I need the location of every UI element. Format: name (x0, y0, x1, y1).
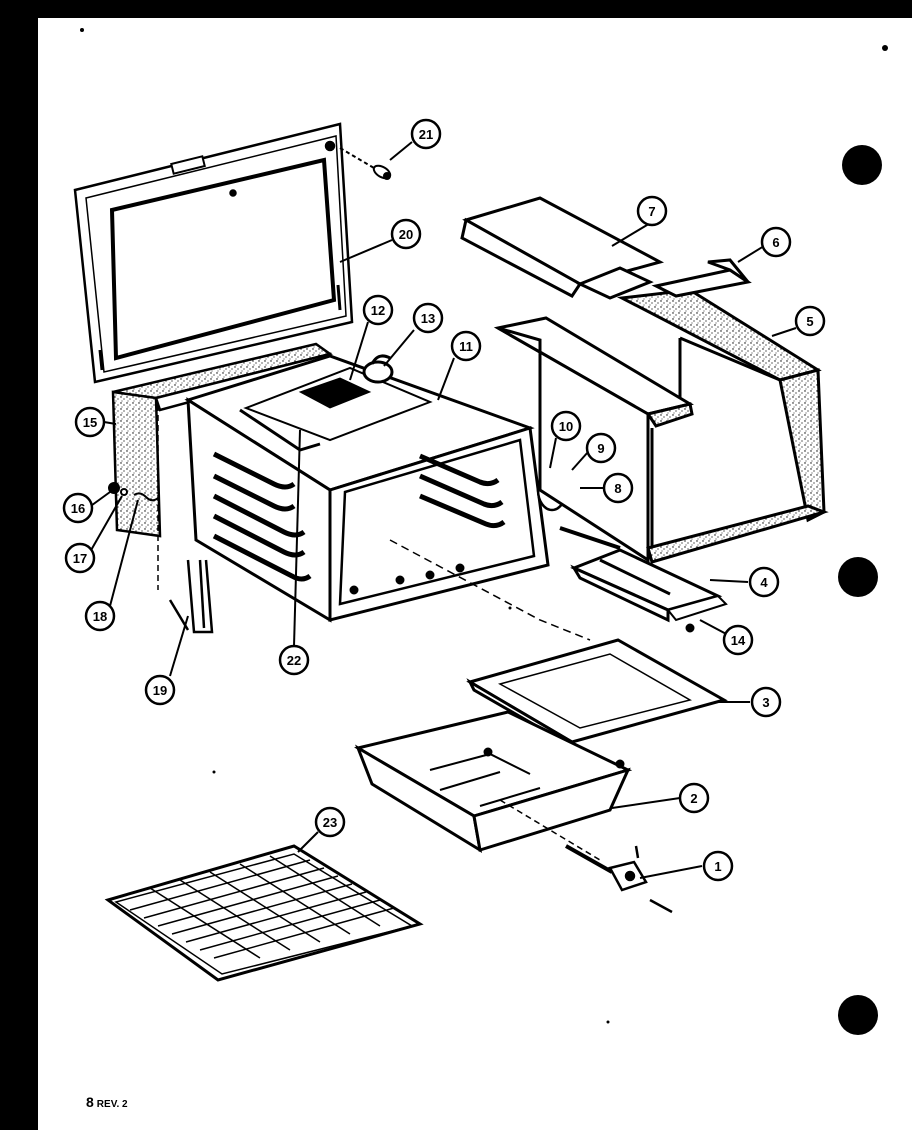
callout-7: 7 (636, 195, 668, 227)
callout-circle (602, 472, 634, 504)
callout-13: 13 (412, 302, 444, 334)
callout-18: 18 (84, 600, 116, 632)
revision-label: REV. 2 (96, 1099, 128, 1110)
callout-circle (678, 782, 710, 814)
callout-2: 2 (678, 782, 710, 814)
callout-20: 20 (390, 218, 422, 250)
callout-number: 17 (73, 551, 87, 566)
top-bracket (651, 258, 752, 298)
callout-5: 5 (794, 305, 826, 337)
callout-number: 21 (419, 127, 433, 142)
callout-number: 15 (83, 415, 97, 430)
speck (606, 1020, 610, 1024)
broiler-pan (354, 710, 633, 854)
callout-number: 11 (459, 339, 473, 354)
callout-circle (450, 330, 482, 362)
speck (882, 45, 888, 51)
side-fasteners (108, 482, 159, 502)
callout-23: 23 (314, 806, 346, 838)
callout-11: 11 (450, 330, 482, 362)
callout-circle (550, 410, 582, 442)
top-panel (460, 196, 665, 300)
callout-number: 13 (421, 311, 435, 326)
callout-circle (62, 492, 94, 524)
callout-4: 4 (748, 566, 780, 598)
callout-number: 3 (762, 695, 769, 710)
oven-rack (104, 844, 424, 982)
binder-hole-top (842, 145, 882, 185)
callout-circle (750, 686, 782, 718)
callout-number: 20 (399, 227, 413, 242)
callout-circle (314, 806, 346, 838)
callout-number: 23 (323, 815, 337, 830)
callout-16: 16 (62, 492, 94, 524)
callout-circle (74, 406, 106, 438)
callout-circle (390, 218, 422, 250)
callout-6: 6 (760, 226, 792, 258)
callout-17: 17 (64, 542, 96, 574)
callout-circle (412, 302, 444, 334)
callout-14: 14 (722, 624, 754, 656)
callout-12: 12 (362, 294, 394, 326)
callout-number: 6 (772, 235, 779, 250)
callout-19: 19 (144, 674, 176, 706)
callout-number: 9 (597, 441, 604, 456)
callout-circle (702, 850, 734, 882)
callout-number: 5 (806, 314, 813, 329)
callout-number: 10 (559, 419, 573, 434)
callout-circle (278, 644, 310, 676)
outer-insulation-wrap (493, 288, 829, 564)
oven-cavity (184, 354, 550, 623)
callout-circle (84, 600, 116, 632)
door-hinge-bracket (168, 559, 214, 634)
callout-number: 18 (93, 609, 107, 624)
callout-3: 3 (750, 686, 782, 718)
callout-22: 22 (278, 644, 310, 676)
callout-number: 16 (71, 501, 85, 516)
oven-door (73, 122, 354, 384)
binder-hole-bottom (838, 995, 878, 1035)
callout-21: 21 (410, 118, 442, 150)
speck (80, 28, 84, 32)
callout-1: 1 (702, 850, 734, 882)
callout-10: 10 (550, 410, 582, 442)
speck (212, 770, 216, 774)
callout-number: 8 (614, 481, 621, 496)
callout-15: 15 (74, 406, 106, 438)
guide-line-center (389, 539, 591, 641)
callout-8: 8 (602, 472, 634, 504)
callout-number: 22 (287, 653, 301, 668)
callout-circle (636, 195, 668, 227)
leader-lines (87, 141, 797, 879)
page-number: 8 (86, 1094, 94, 1110)
callout-circle (64, 542, 96, 574)
callout-9: 9 (585, 432, 617, 464)
binder-hole-middle (838, 557, 878, 597)
callout-circle (410, 118, 442, 150)
terminal-block (565, 844, 673, 914)
callout-circle (585, 432, 617, 464)
callout-number: 7 (648, 204, 655, 219)
callout-number: 1 (714, 859, 721, 874)
callout-number: 2 (690, 791, 697, 806)
callout-circle (760, 226, 792, 258)
speck (508, 606, 512, 610)
callout-circle (794, 305, 826, 337)
callout-circle (362, 294, 394, 326)
callout-circle (748, 566, 780, 598)
callout-circle (144, 674, 176, 706)
callout-number: 14 (731, 633, 746, 648)
callout-number: 12 (371, 303, 385, 318)
callout-number: 19 (153, 683, 167, 698)
callout-circle (722, 624, 754, 656)
broil-element (559, 526, 728, 633)
callout-number: 4 (760, 575, 768, 590)
hinge-screw-part (339, 147, 392, 180)
